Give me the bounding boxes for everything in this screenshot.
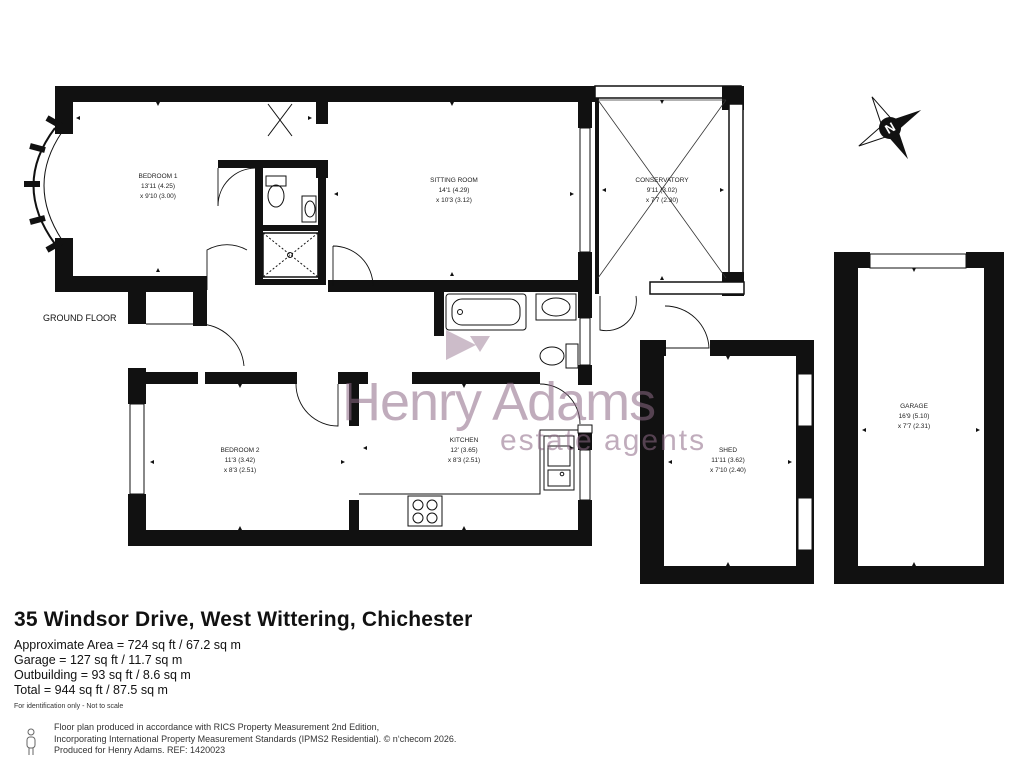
bay-window [24,115,63,253]
shed-dim1: 11'11 (3.62) [711,457,745,464]
floor-plan: Henry Adams estate agents BEDROOM 1 13'1… [24,85,1004,584]
floor-label: GROUND FLOOR [43,313,117,323]
bedroom1-dim1: 13'11 (4.25) [141,183,175,190]
watermark: Henry Adams estate agents [342,330,706,457]
sitting-room-dim2: x 10'3 (3.12) [436,197,472,204]
total-area: Total = 944 sq ft / 87.5 sq m [14,683,168,697]
conservatory-dim2: x 7'7 (2.30) [646,197,678,204]
conservatory-dim1: 9'11 (3.02) [647,187,677,194]
bedroom1-dim2: x 9'10 (3.00) [140,193,176,200]
garage-dim2: x 7'7 (2.31) [898,423,930,430]
bedroom2-name: BEDROOM 2 [220,447,259,454]
property-info: 35 Windsor Drive, West Wittering, Chiche… [14,608,634,710]
footer: Floor plan produced in accordance with R… [14,722,614,762]
kitchen-fixtures [359,429,578,527]
garage-walls [834,252,1004,584]
kitchen-dim2: x 8'3 (2.51) [448,457,480,464]
footer-text: Floor plan produced in accordance with R… [54,722,456,757]
garage-name: GARAGE [900,403,928,410]
property-address: 35 Windsor Drive, West Wittering, Chiche… [14,608,473,631]
footer-line-1: Floor plan produced in accordance with R… [54,722,380,732]
windows [129,127,593,501]
room-labels: BEDROOM 1 13'11 (4.25) x 9'10 (3.00) SIT… [138,173,930,474]
bedroom2-dim2: x 8'3 (2.51) [224,467,256,474]
garage-dim1: 16'9 (5.10) [899,413,930,420]
shed-name: SHED [719,447,737,454]
watermark-line2: estate agents [500,424,706,457]
footer-line-3: Produced for Henry Adams. REF: 1420023 [54,745,226,755]
kitchen-name: KITCHEN [450,437,479,444]
shed-walls [640,340,814,584]
house-walls [55,86,595,546]
sitting-room-dim1: 14'1 (4.29) [439,187,470,194]
bathroom-fixtures [445,293,579,369]
compass-icon: N [858,96,922,160]
garage-area: Garage = 127 sq ft / 11.7 sq m [14,653,183,667]
bedroom1-name: BEDROOM 1 [138,173,177,180]
watermark-line1: Henry Adams [342,372,655,432]
bedroom2-dim1: 11'3 (3.42) [225,457,255,464]
footer-line-2: Incorporating International Property Mea… [54,733,457,744]
outbuilding-area: Outbuilding = 93 sq ft / 8.6 sq m [14,668,191,682]
person-icon [26,728,36,755]
ensuite-fixtures [262,103,319,278]
doors [146,167,710,427]
kitchen-dim1: 12' (3.65) [450,447,477,454]
identification-note: For identification only - Not to scale [14,703,124,710]
shed-dim2: x 7'10 (2.40) [710,467,746,474]
conservatory-structure [594,85,745,296]
sitting-room-name: SITTING ROOM [430,177,478,184]
approximate-area: Approximate Area = 724 sq ft / 67.2 sq m [14,638,241,652]
conservatory-name: CONSERVATORY [635,177,689,184]
